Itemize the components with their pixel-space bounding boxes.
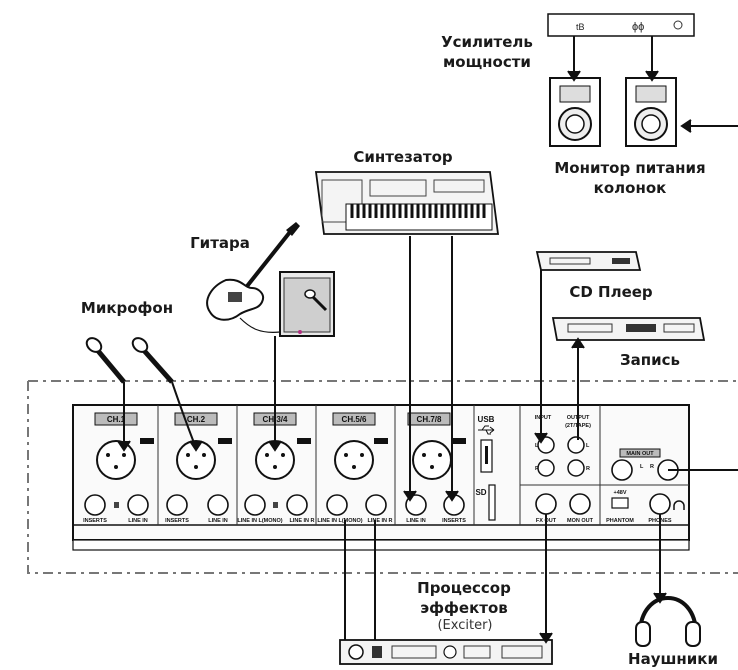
ch5-linein-l-label: LINE IN L(MONO): [317, 518, 362, 524]
fx-label-line1: Процессор: [417, 579, 511, 597]
tape-in-l-label: L: [535, 443, 539, 449]
microphone-1-icon: [85, 337, 126, 384]
channel-7-8-label: CH.7/8: [417, 415, 442, 424]
svg-text:ϕϕ: ϕϕ: [632, 21, 644, 33]
cables: [117, 36, 738, 644]
ch3-linein-l-label: LINE IN L(MONO): [237, 518, 282, 524]
mixer-panel: [72, 404, 690, 551]
fx-sub-label: (Exciter): [437, 618, 493, 633]
tape-out-l-label: L: [586, 443, 590, 449]
ch7-linein-label: LINE IN: [406, 518, 426, 524]
speaker-right-icon: [625, 77, 677, 147]
monitor-label: Монитор питания колонок: [554, 159, 706, 197]
headphones-label: Наушники: [628, 650, 718, 668]
headphones-icon: [635, 596, 701, 647]
channel-5-6-label: CH.5/6: [342, 415, 367, 424]
cd-player-icon: [535, 251, 642, 271]
ch2-linein-label: LINE IN: [208, 518, 228, 524]
headphone-small-icon: [673, 500, 685, 510]
channel-strip-5-6: CH.5/6 LINE IN L(MONO) LINE IN R: [317, 412, 393, 524]
sd-label: SD: [475, 488, 486, 497]
channel-strip-1: CH.1 INSERTS LINE IN: [83, 412, 154, 524]
power-amplifier-icon: tB ϕϕ: [547, 13, 695, 37]
input-label: INPUT: [535, 415, 552, 421]
speaker-left-icon: [549, 77, 601, 147]
main-out-r-label: R: [650, 464, 654, 470]
main-out-l-label: L: [640, 464, 644, 470]
ch5-linein-r-label: LINE IN R: [367, 518, 392, 524]
main-out-label: MAIN OUT: [626, 451, 654, 457]
guitar-amp-icon: [279, 271, 335, 337]
amp-mic-icon: [304, 289, 328, 312]
ch3-linein-r-label: LINE IN R: [289, 518, 314, 524]
microphone-2-icon: [131, 337, 174, 384]
guitar-icon: [206, 222, 300, 333]
record-label: Запись: [619, 351, 681, 369]
channel-1-label: CH.1: [107, 415, 126, 424]
svg-text:tB: tB: [576, 22, 585, 32]
tape-in-r-label: R: [535, 466, 539, 472]
ch1-inserts-label: INSERTS: [83, 518, 107, 524]
usb-sd-section: USB SD: [475, 415, 496, 521]
phantom-voltage-label: +48V: [614, 490, 627, 496]
ch1-linein-label: LINE IN: [128, 518, 148, 524]
recorder-icon: [551, 317, 706, 341]
synth-label: Синтезатор: [353, 148, 453, 166]
usb-icon: [478, 425, 495, 435]
cd-label: CD Плеер: [569, 283, 653, 301]
channel-strip-2: CH.2 INSERTS LINE IN: [165, 412, 232, 524]
amp-label: Усилитель мощности: [441, 33, 533, 71]
fx-label-line2: эффектов: [420, 599, 508, 617]
effects-processor-icon: [339, 639, 553, 665]
ch2-inserts-label: INSERTS: [165, 518, 189, 524]
phantom-label: PHANTOM: [606, 518, 634, 524]
mic-label: Микрофон: [80, 299, 174, 317]
guitar-label: Гитара: [190, 234, 250, 252]
ch7-inserts-label: INSERTS: [442, 518, 466, 524]
mixer-dashed-outline: [27, 380, 738, 574]
tape-out-r-label: R: [586, 466, 590, 472]
mon-out-label: MON OUT: [567, 518, 594, 524]
usb-label: USB: [478, 415, 495, 424]
synthesizer-icon: [314, 171, 500, 235]
channel-2-label: CH.2: [187, 415, 206, 424]
